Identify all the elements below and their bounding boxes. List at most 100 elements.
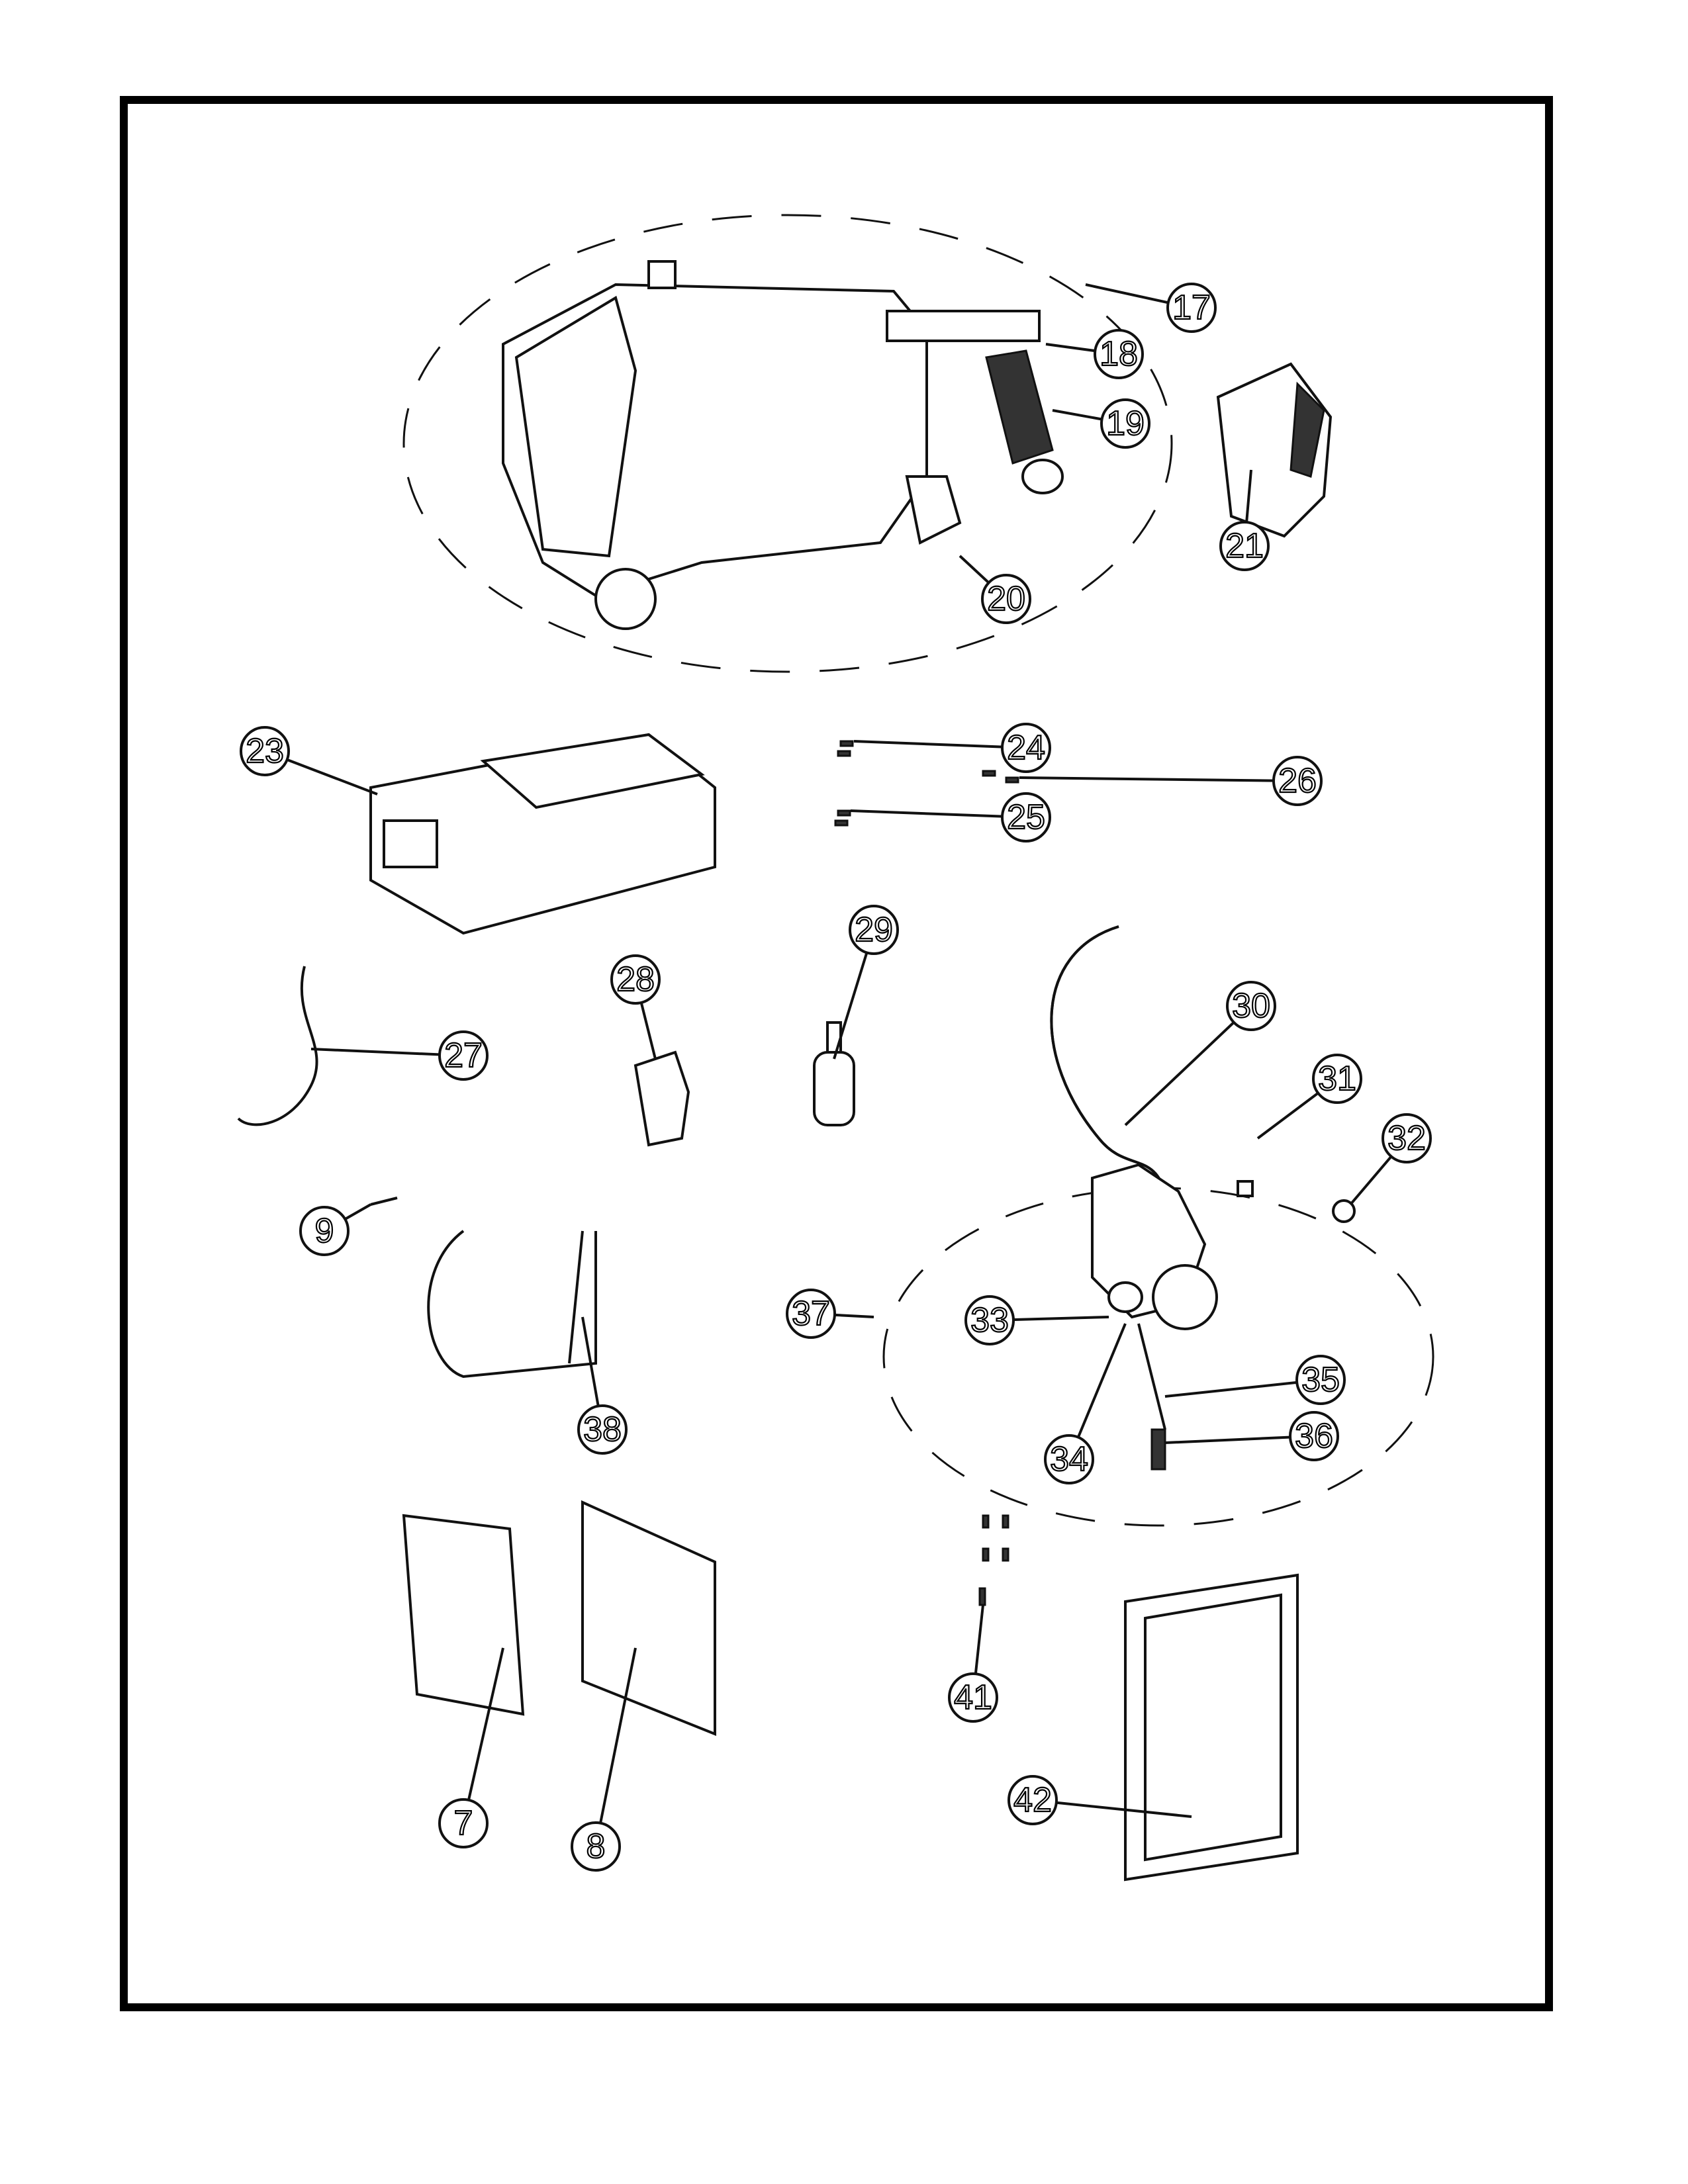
callout-label: 34 [1050,1440,1088,1479]
callout-31: 31 [1312,1054,1362,1104]
callout-label: 38 [583,1410,622,1449]
callout-circle [786,1289,836,1339]
clip-part-31 [1237,1180,1254,1197]
callout-label: 7 [454,1804,473,1843]
drain-hose-outline [1050,925,1166,1192]
callout-label: 33 [970,1301,1009,1340]
callout-label: 9 [315,1212,334,1250]
display-panel-part [581,1500,716,1736]
leader-line-26 [1019,776,1298,782]
callout-label: 42 [1013,1781,1052,1819]
callout-8: 8 [571,1821,621,1872]
callout-label: 30 [1232,987,1270,1025]
callout-29: 29 [849,905,899,955]
callout-33: 33 [964,1295,1015,1345]
door-lock-switch-part [633,1050,690,1147]
callout-38: 38 [577,1404,628,1455]
callout-circle [1001,723,1051,773]
callout-circle [1001,792,1051,842]
callout-9: 9 [299,1206,350,1256]
leader-line-27 [310,1048,464,1057]
callout-label: 20 [987,580,1025,618]
callout-21: 21 [1219,521,1270,571]
callout-41: 41 [948,1672,998,1723]
callout-27: 27 [438,1030,489,1081]
callout-24: 24 [1001,723,1051,773]
callout-label: 29 [855,911,893,949]
callout-20: 20 [981,574,1031,624]
callout-42: 42 [1008,1775,1058,1825]
leader-line-24 [853,740,1027,749]
water-inlet-valve-part [1216,362,1333,538]
callout-label: 17 [1172,289,1211,327]
callout-label: 36 [1295,1417,1333,1455]
diagram-border-frame [120,96,1553,2011]
callout-label: 8 [586,1827,606,1866]
wire-harness-part [237,966,318,1126]
leader-line-35 [1164,1379,1321,1398]
screw-set-parts-41 [978,1514,1009,1606]
screw-set-parts [834,740,1019,827]
callout-circle [964,1295,1015,1345]
callout-19: 19 [1100,398,1150,449]
leader-line-42 [1032,1799,1192,1818]
callout-32: 32 [1382,1113,1432,1163]
sensor-part-9 [370,1197,398,1206]
pump-bracket-part [427,1230,597,1379]
callout-label: 19 [1106,404,1145,443]
callout-circle [849,905,899,955]
callout-label: 21 [1225,527,1264,565]
drain-pump-part [1091,1163,1218,1471]
callout-circle [1094,329,1144,379]
hose-clamp-part-32 [1332,1199,1356,1223]
callout-circle [1312,1054,1362,1104]
callout-circle [571,1821,621,1872]
callout-circle [438,1798,489,1848]
callout-circle [299,1206,350,1256]
callout-label: 28 [616,960,655,999]
callout-25: 25 [1001,792,1051,842]
callout-label: 35 [1301,1361,1340,1399]
callout-36: 36 [1289,1411,1339,1461]
callout-label: 23 [246,732,284,770]
toe-kick-panel-inner [1144,1593,1282,1862]
callout-30: 30 [1226,981,1276,1031]
callout-35: 35 [1295,1355,1346,1405]
callout-label: 41 [954,1678,992,1717]
assembly-17-group-outline [402,214,1173,673]
callout-circle [1226,981,1276,1031]
leader-line-25 [850,809,1027,819]
callout-18: 18 [1094,329,1144,379]
callout-label: 32 [1387,1119,1426,1158]
callout-bubbles: 17 18 19 20 21 23 24 25 26 27 28 29 30 31 32 9 37 33 35 36 3… [240,283,1432,1872]
callout-circle [1100,398,1150,449]
leader-line-30 [1124,1005,1252,1126]
control-board-bracket-part [402,1514,525,1716]
callout-circle [438,1030,489,1081]
callout-circle [1382,1113,1432,1163]
callout-34: 34 [1044,1434,1094,1484]
callout-label: 31 [1318,1060,1356,1098]
drain-hose-part [1050,925,1166,1192]
callout-7: 7 [438,1798,489,1848]
callout-label: 26 [1278,762,1317,800]
callout-circle [1044,1434,1094,1484]
callout-circle [1219,521,1270,571]
callout-label: 37 [792,1295,830,1333]
dispenser-housing-part [502,260,1064,630]
callout-label: 25 [1007,798,1045,837]
callout-label: 27 [444,1036,483,1075]
callout-26: 26 [1272,756,1323,806]
leader-line-7 [462,1647,504,1824]
callout-circle [1008,1775,1058,1825]
dispenser-drawer-part [369,733,716,935]
callout-circle [981,574,1031,624]
callout-circle [1295,1355,1346,1405]
callout-circle [948,1672,998,1723]
callout-label: 18 [1100,335,1138,373]
callout-circle [1272,756,1323,806]
callout-circle [1166,283,1217,333]
callout-17: 17 [1166,283,1217,333]
capacitor-part [813,1021,855,1126]
